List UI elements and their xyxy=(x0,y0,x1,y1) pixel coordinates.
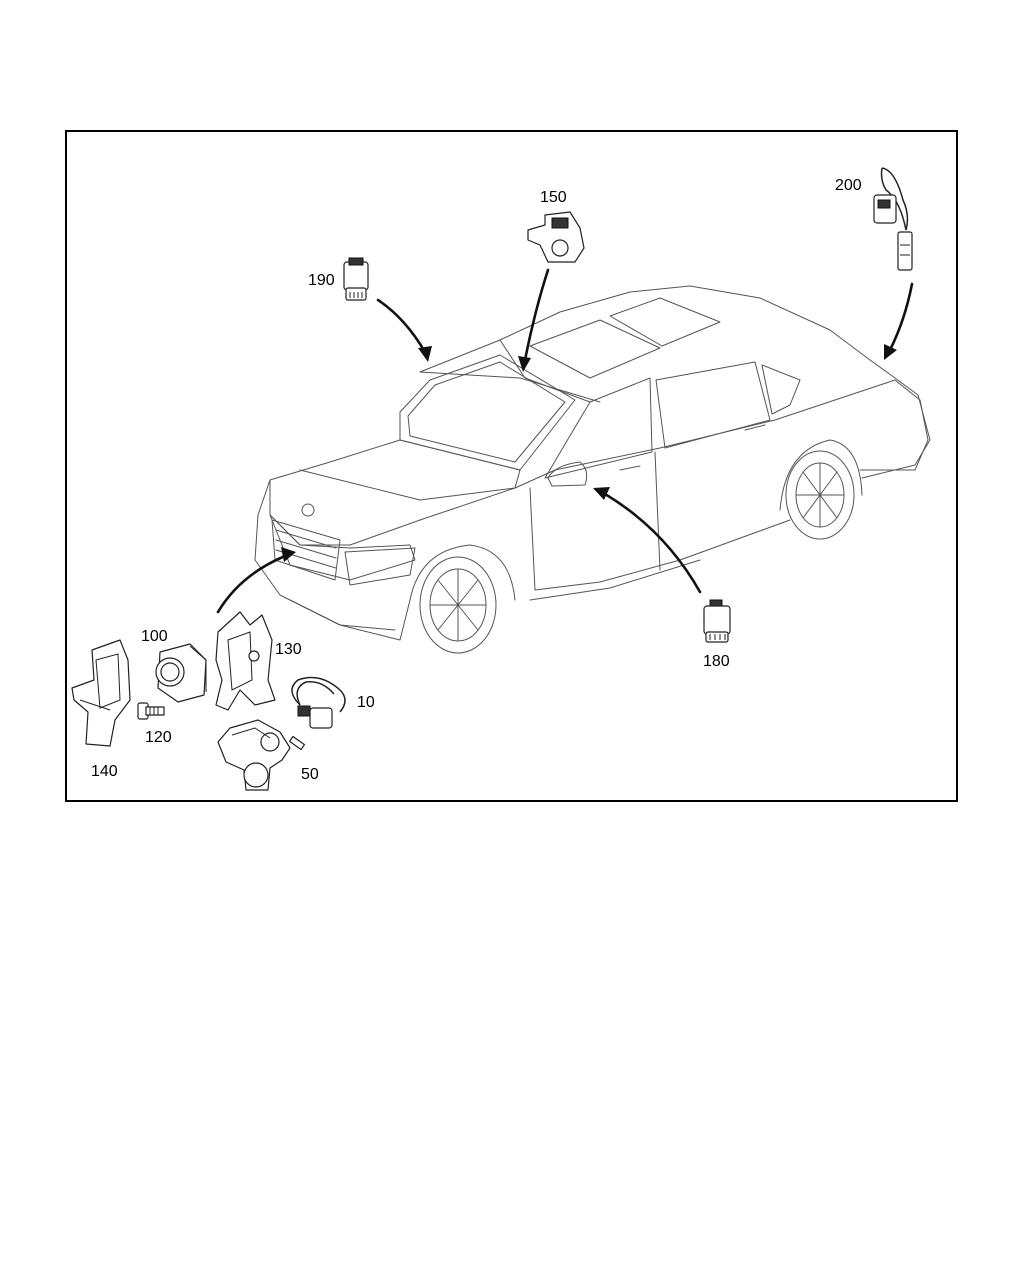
arrow-180 xyxy=(603,492,702,594)
part-180-sensor xyxy=(703,599,731,643)
arrowhead-front xyxy=(281,547,296,562)
callout-10: 10 xyxy=(357,694,375,711)
callout-180: 180 xyxy=(703,653,730,670)
callout-190: 190 xyxy=(308,272,335,289)
callout-50: 50 xyxy=(301,766,319,783)
arrow-200 xyxy=(888,282,914,352)
arrowhead-190 xyxy=(418,346,432,362)
car-illustration xyxy=(254,285,931,654)
callout-150: 150 xyxy=(540,189,567,206)
part-190-sensor xyxy=(343,257,369,301)
part-130-bracket xyxy=(215,611,276,711)
callout-200: 200 xyxy=(835,177,862,194)
part-140-cover xyxy=(71,639,131,747)
arrowhead-200 xyxy=(884,344,897,360)
callout-120: 120 xyxy=(145,729,172,746)
part-50-actuator xyxy=(217,719,306,791)
pointer-arrows xyxy=(216,268,914,614)
callout-140: 140 xyxy=(91,763,118,780)
callout-labels: 10 50 100 120 130 140 150 180 190 200 xyxy=(91,177,862,783)
callout-130: 130 xyxy=(275,641,302,658)
part-150-camera xyxy=(527,211,585,263)
arrow-150 xyxy=(523,268,550,362)
diagram-frame xyxy=(65,130,958,802)
part-10-sensor-cable xyxy=(291,676,346,729)
arrowhead-180 xyxy=(593,487,610,500)
callout-100: 100 xyxy=(141,628,168,645)
arrow-190 xyxy=(376,298,427,354)
part-100-radar-module xyxy=(155,643,207,703)
part-200-sensor-cable xyxy=(873,167,913,271)
arrowhead-150 xyxy=(518,356,531,372)
arrow-front xyxy=(216,554,287,614)
part-120-bolt xyxy=(137,702,165,720)
